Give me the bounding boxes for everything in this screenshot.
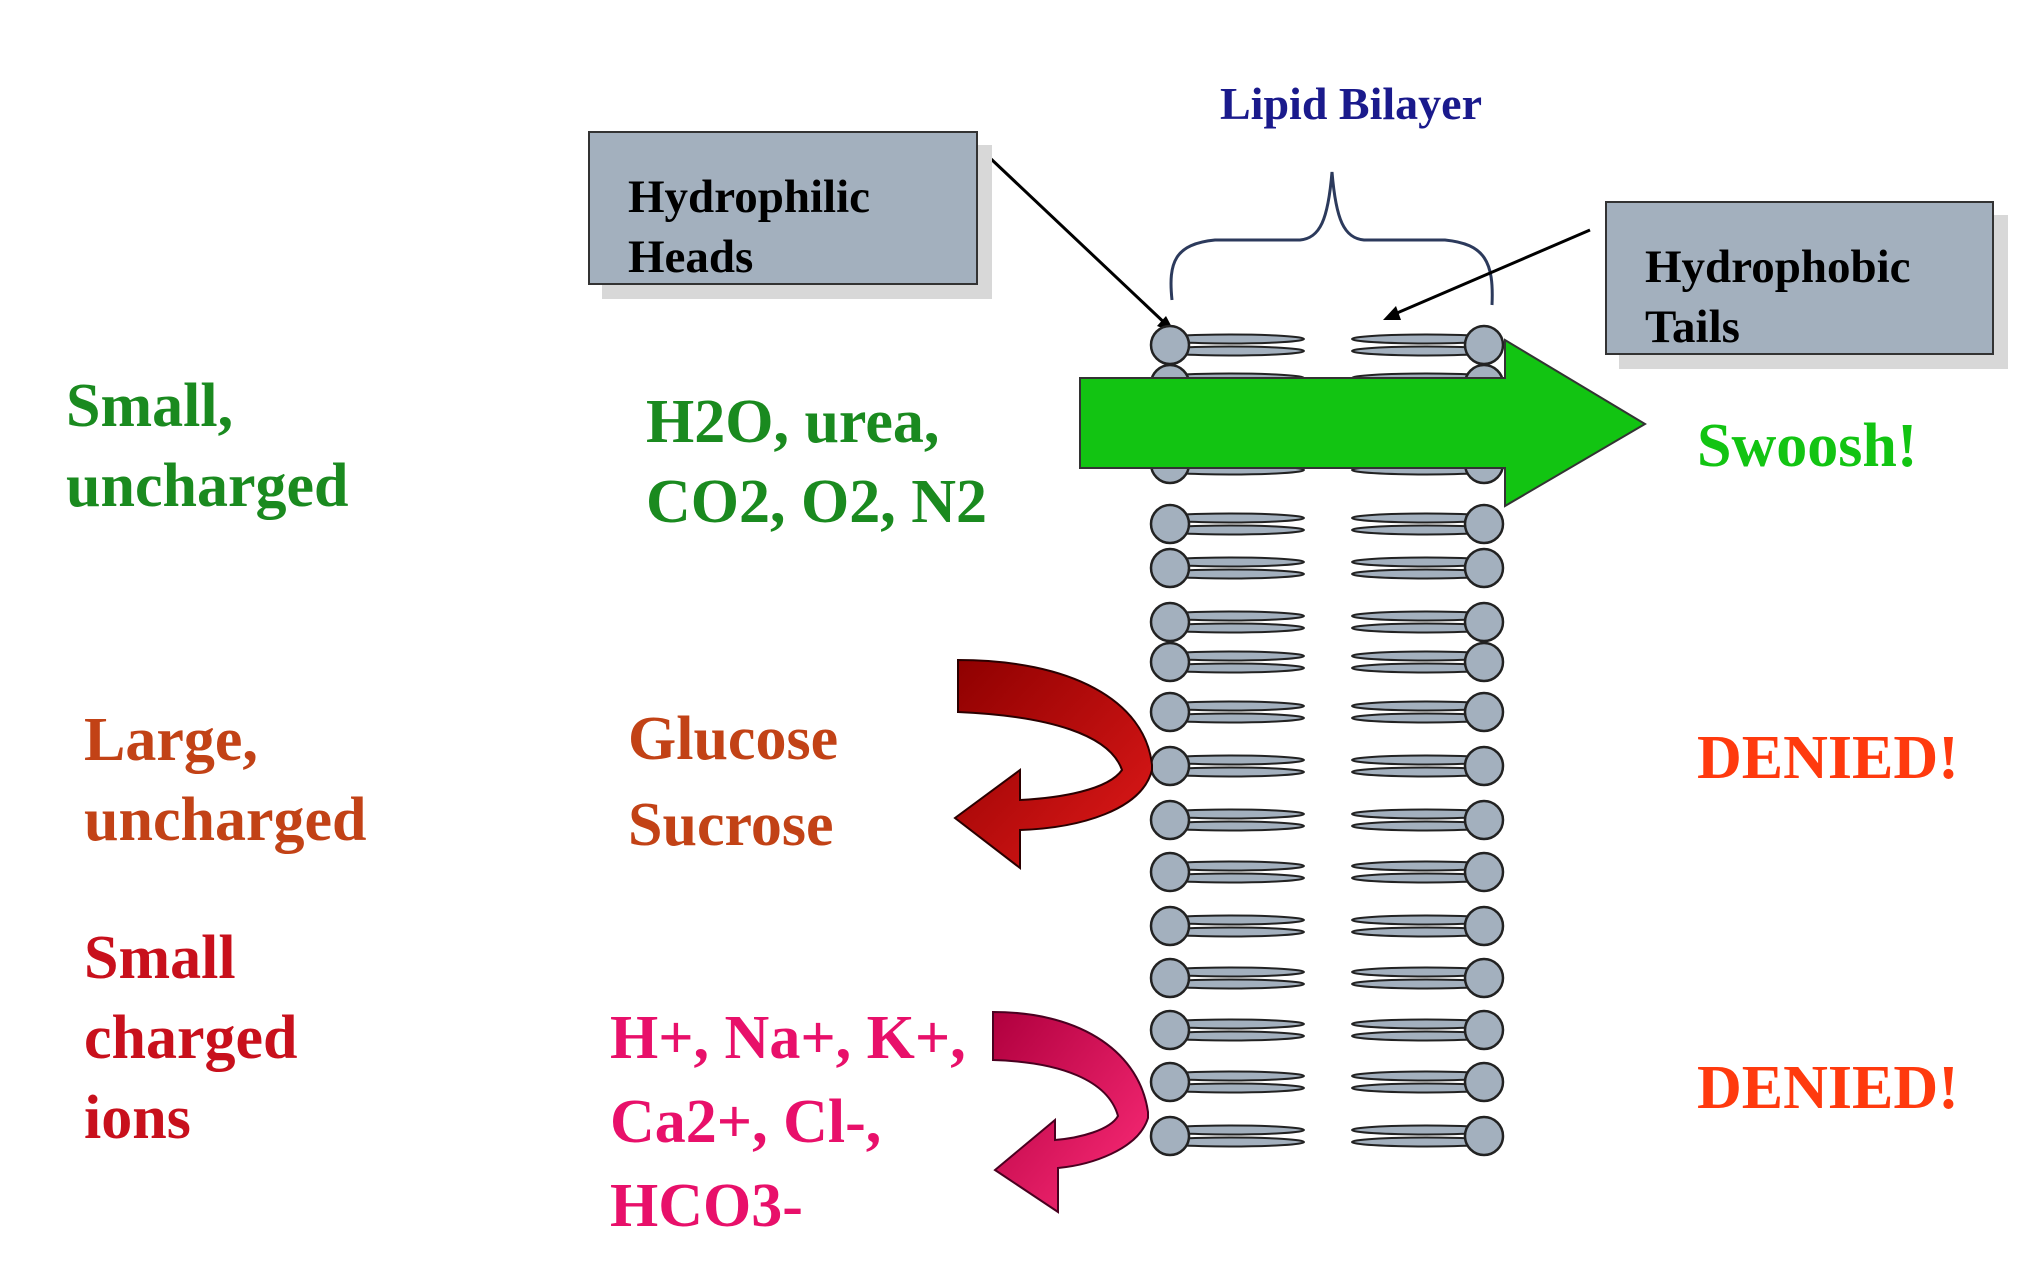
category-line: Large, [84,706,258,774]
tails-label-line1: Hydrophobic [1645,241,1911,293]
phospholipid-row [1149,745,1505,787]
swoosh-outcome: Swoosh! [1697,412,1918,480]
head [1463,641,1505,683]
tails-pointer-line [1389,228,1591,318]
phospholipid-row [1149,957,1505,999]
head [1149,799,1191,841]
head [1149,601,1191,643]
category-line: uncharged [84,786,367,854]
hydrophobic-tails-callout: Hydrophobic Tails [1605,201,1994,355]
denied-outcome-large: DENIED! [1697,724,1959,792]
head [1149,691,1191,733]
phospholipid-row [1149,547,1505,589]
head [1149,1061,1191,1103]
examples-line: Sucrose [628,791,834,859]
heads-label-line2: Heads [628,231,754,283]
head [1463,799,1505,841]
head [1463,957,1505,999]
small-charged-category: Small charged ions [84,918,298,1158]
examples-line: H2O, urea, [646,388,940,456]
head [1149,503,1191,545]
examples-line: HCO3- [610,1172,803,1240]
phospholipid-row [1149,601,1505,643]
bilayer-brace [1169,171,1494,306]
category-line: uncharged [66,452,349,520]
head [1149,641,1191,683]
deflect-arrow-large [953,658,1153,871]
phospholipid-row [1149,799,1505,841]
head [1463,851,1505,893]
head [1149,324,1191,366]
pass-through-arrow [1079,338,1647,508]
head [1149,547,1191,589]
lipid-bilayer-label: Lipid Bilayer [1220,78,1482,129]
tails-pointer-arrowhead [1383,306,1401,320]
head [1463,601,1505,643]
head [1463,1009,1505,1051]
head [1463,503,1505,545]
head [1463,324,1505,366]
phospholipid-rows [1149,324,1505,1157]
tails-label-line2: Tails [1645,301,1740,353]
phospholipid-row [1149,324,1505,366]
head [1463,1115,1505,1157]
hydrophilic-heads-label: Hydrophilic Heads [628,167,870,287]
head [1149,851,1191,893]
head [1149,1009,1191,1051]
phospholipid-row [1149,1009,1505,1051]
phospholipid-row [1149,1061,1505,1103]
head [1149,745,1191,787]
small-uncharged-category: Small, uncharged [66,366,348,526]
category-line: ions [84,1084,191,1152]
head [1463,905,1505,947]
heads-label-line1: Hydrophilic [628,171,871,223]
head [1463,745,1505,787]
head [1149,1115,1191,1157]
small-charged-examples: H+, Na+, K+, Ca2+, Cl-, HCO3- [610,996,966,1248]
large-uncharged-category: Large, uncharged [84,700,366,860]
category-line: Small, [66,372,234,440]
denied-outcome-ions: DENIED! [1697,1054,1959,1122]
hydrophobic-tails-label: Hydrophobic Tails [1645,237,1911,357]
category-line: charged [84,1004,298,1072]
hydrophilic-heads-callout: Hydrophilic Heads [588,131,978,285]
deflect-arrow-ions [992,1010,1149,1214]
head [1463,1061,1505,1103]
examples-line: CO2, O2, N2 [646,468,987,536]
phospholipid-row [1149,641,1505,683]
head [1149,905,1191,947]
examples-line: Glucose [628,705,839,773]
small-uncharged-examples: H2O, urea, CO2, O2, N2 [646,382,987,542]
head [1463,547,1505,589]
phospholipid-row [1149,503,1505,545]
heads-pointer-line [988,156,1172,330]
phospholipid-row [1149,905,1505,947]
head [1149,957,1191,999]
examples-line: Ca2+, Cl-, [610,1088,882,1156]
phospholipid-row [1149,1115,1505,1157]
category-line: Small [84,924,236,992]
large-uncharged-examples: Glucose Sucrose [628,696,838,868]
examples-line: H+, Na+, K+, [610,1004,966,1072]
phospholipid-row [1149,851,1505,893]
phospholipid-row [1149,691,1505,733]
head [1463,691,1505,733]
